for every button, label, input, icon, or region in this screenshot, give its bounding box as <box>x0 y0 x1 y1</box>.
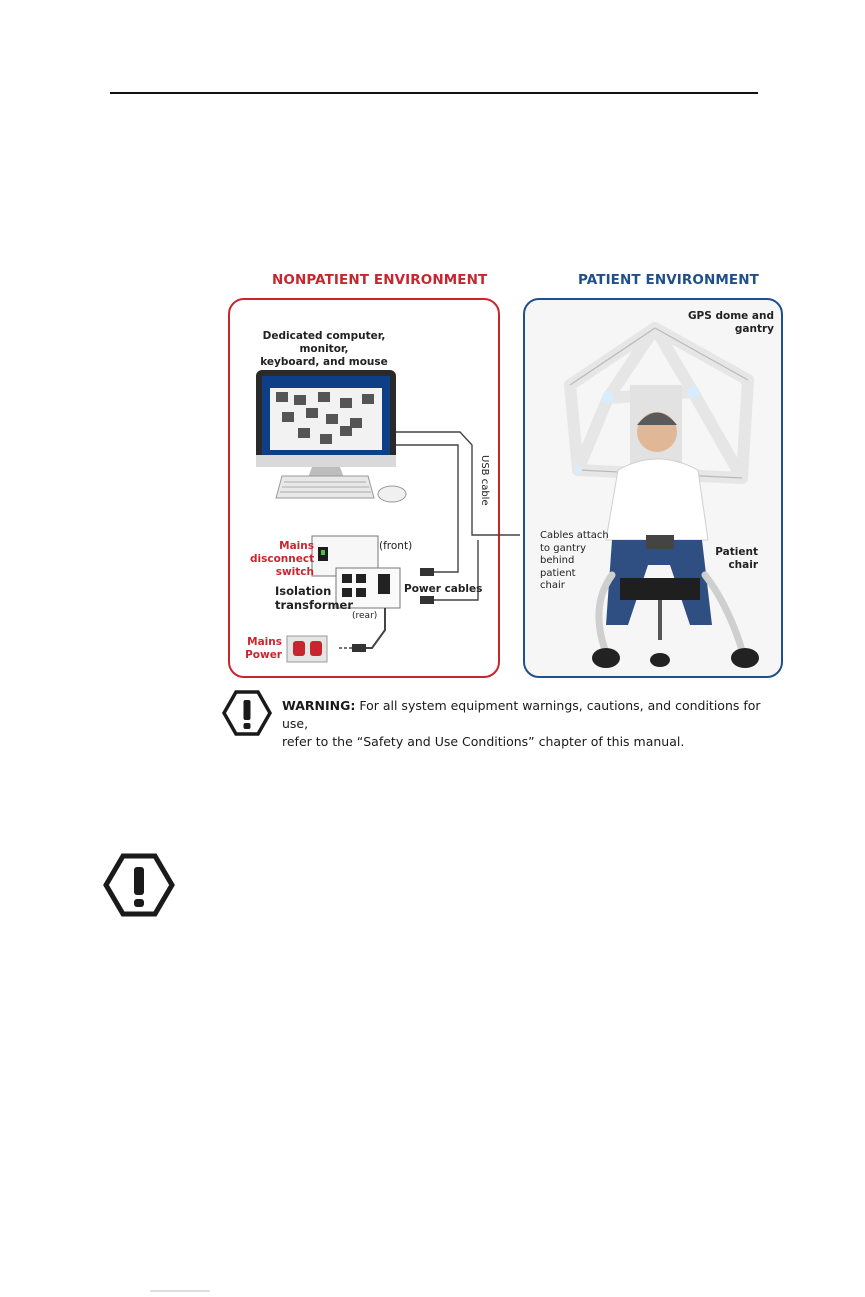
label-power-cables: Power cables <box>404 583 483 595</box>
nonpatient-panel <box>228 298 500 678</box>
label-cables-attach: Cables attach to gantry behind patient c… <box>540 530 609 591</box>
label-mains-switch: Mains disconnect switch <box>250 540 315 578</box>
label-mains-power: Mains Power <box>245 636 282 661</box>
patient-title: PATIENT ENVIRONMENT <box>578 272 759 288</box>
monitor-icon <box>256 370 396 483</box>
nonpatient-title: NONPATIENT ENVIRONMENT <box>272 272 488 288</box>
label-gps-dome: GPS dome and gantry <box>687 310 774 335</box>
header-rule <box>110 92 758 94</box>
transformer-rear <box>335 567 401 609</box>
label-front: (front) <box>379 540 413 552</box>
warning-octagon-icon <box>222 690 272 736</box>
patient-icon <box>605 412 712 625</box>
warning-line-2: refer to the “Safety and Use Conditions”… <box>282 734 685 749</box>
mouse-icon <box>377 485 407 503</box>
keyboard-icon <box>275 475 375 499</box>
warning-line-1: For all system equipment warnings, cauti… <box>282 698 761 731</box>
label-computer: Dedicated computer, monitor, keyboard, a… <box>260 330 388 368</box>
label-rear: (rear) <box>352 611 378 621</box>
warning-text: WARNING: For all system equipment warnin… <box>282 697 782 751</box>
warning-octagon-icon <box>103 853 175 917</box>
footer-artifact <box>150 1290 210 1292</box>
mains-outlet-icon <box>286 635 328 663</box>
label-usb-cable: USB cable <box>479 455 490 506</box>
label-isolation-transformer: Isolation transformer <box>275 584 353 612</box>
label-patient-chair: Patient chair <box>715 546 758 571</box>
warning-keyword: WARNING: <box>282 698 356 713</box>
